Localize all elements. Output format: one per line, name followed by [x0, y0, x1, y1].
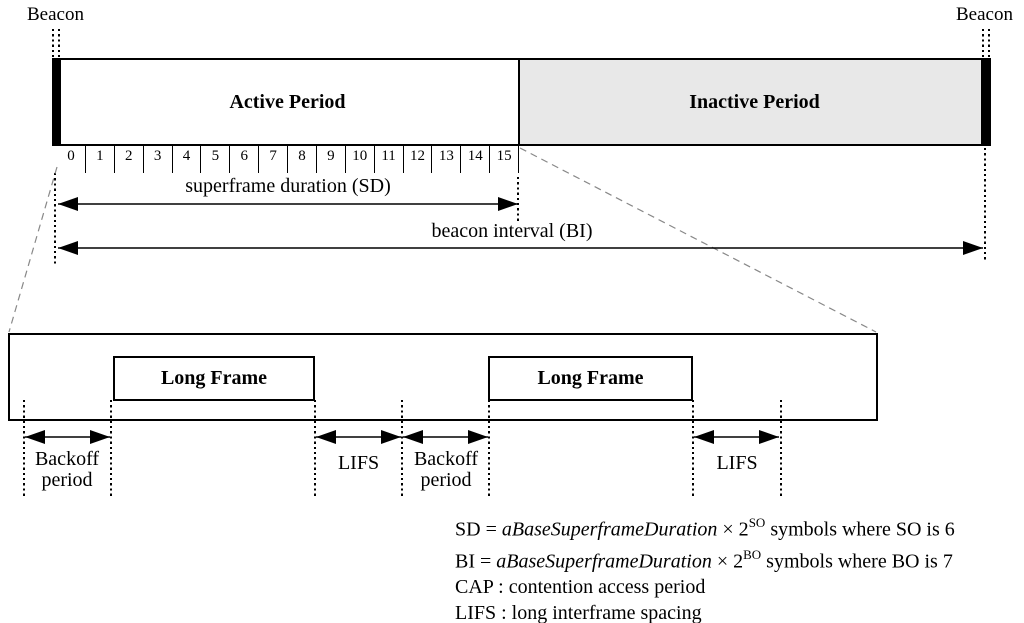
slot-cell-15: 15 [490, 146, 519, 173]
inactive-period-label: Inactive Period [689, 90, 820, 113]
beacon-label-left: Beacon [27, 4, 84, 25]
slot-cell-2: 2 [115, 146, 144, 173]
superframe-box: Active Period Inactive Period [55, 58, 991, 146]
beacon-bar-right [981, 58, 990, 146]
bi-formula: BI = aBaseSuperframeDuration × 2BO symbo… [455, 543, 955, 575]
beacon-right-dotted-line-b [988, 29, 990, 57]
lifs-definition: LIFS : long interframe spacing [455, 602, 702, 623]
long-frame-box-1: Long Frame [113, 356, 315, 401]
slot-cell-14: 14 [461, 146, 491, 173]
bi-formula-lhs: BI = [455, 550, 497, 573]
sd-left-dotted-guide [54, 173, 56, 265]
active-period-label: Active Period [229, 90, 346, 113]
sd-formula-operator: × 2 [717, 518, 749, 541]
slot-cell-9: 9 [317, 146, 346, 173]
beacon-interval-label: beacon interval (BI) [431, 220, 593, 242]
backoff2-right-dotted-guide [488, 400, 490, 497]
beacon-left-dotted-line-a [52, 29, 54, 57]
slot-cell-11: 11 [375, 146, 404, 173]
sd-formula-tail: symbols where SO is 6 [765, 518, 955, 541]
beacon-left-dotted-line-b [58, 29, 60, 57]
slot-cell-0: 0 [57, 146, 86, 173]
slot-cell-1: 1 [86, 146, 115, 173]
slot-cell-12: 12 [404, 146, 433, 173]
backoff-period-1-label: Backoff period [19, 449, 115, 491]
slot-cell-13: 13 [432, 146, 462, 173]
notes-block: SD = aBaseSuperframeDuration × 2SO symbo… [455, 511, 955, 623]
backoff-period-2-line1: Backoff [413, 448, 479, 470]
beacon-label-right: Beacon [956, 4, 1013, 25]
backoff-period-1-line2: period [41, 469, 93, 491]
long-frame-box-2: Long Frame [488, 356, 693, 401]
lifs1-left-dotted-guide [314, 400, 316, 497]
backoff-period-1-line1: Backoff [34, 448, 100, 470]
bi-formula-tail: symbols where BO is 7 [761, 550, 953, 573]
slot-cell-8: 8 [288, 146, 317, 173]
bi-right-dotted-guide [984, 148, 986, 262]
lifs1-right-dotted-guide [401, 400, 403, 497]
beacon-right-dotted-line-a [982, 29, 984, 57]
lifs-1-label: LIFS [337, 452, 380, 474]
bi-formula-superscript: BO [743, 546, 762, 562]
slot-cell-3: 3 [144, 146, 173, 173]
superframe-duration-label: superframe duration (SD) [185, 175, 391, 197]
inactive-period-region: Inactive Period [518, 60, 989, 144]
lifs2-left-dotted-guide [692, 400, 694, 497]
beacon-bar-left [52, 58, 61, 146]
long-frame-2-label: Long Frame [537, 367, 644, 389]
bi-formula-operator: × 2 [711, 550, 744, 573]
sd-formula-superscript: SO [748, 515, 766, 530]
slot-cell-4: 4 [173, 146, 202, 173]
slot-cell-6: 6 [230, 146, 260, 173]
sd-formula-lhs: SD = [455, 518, 502, 541]
backoff-period-2-line2: period [420, 469, 472, 491]
active-period-region: Active Period [57, 60, 518, 144]
backoff1-left-dotted-guide [23, 400, 25, 497]
bi-formula-variable: aBaseSuperframeDuration [496, 550, 712, 573]
sd-formula: SD = aBaseSuperframeDuration × 2SO symbo… [455, 511, 955, 543]
backoff1-right-dotted-guide [110, 400, 112, 497]
backoff-period-2-label: Backoff period [398, 449, 494, 491]
sd-right-dotted-guide [517, 177, 519, 224]
cap-definition: CAP : contention access period [455, 576, 706, 599]
slot-cell-10: 10 [346, 146, 375, 173]
zoom-connector-left-dashed-line [8, 166, 58, 333]
long-frame-1-label: Long Frame [160, 367, 268, 389]
sd-formula-variable: aBaseSuperframeDuration [501, 518, 718, 541]
slot-ruler: 0 1 2 3 4 5 6 7 8 9 10 11 12 13 14 15 [57, 146, 519, 173]
lifs2-right-dotted-guide [780, 400, 782, 497]
lifs-2-label: LIFS [716, 452, 758, 474]
slot-cell-7: 7 [259, 146, 288, 173]
slot-cell-5: 5 [201, 146, 231, 173]
